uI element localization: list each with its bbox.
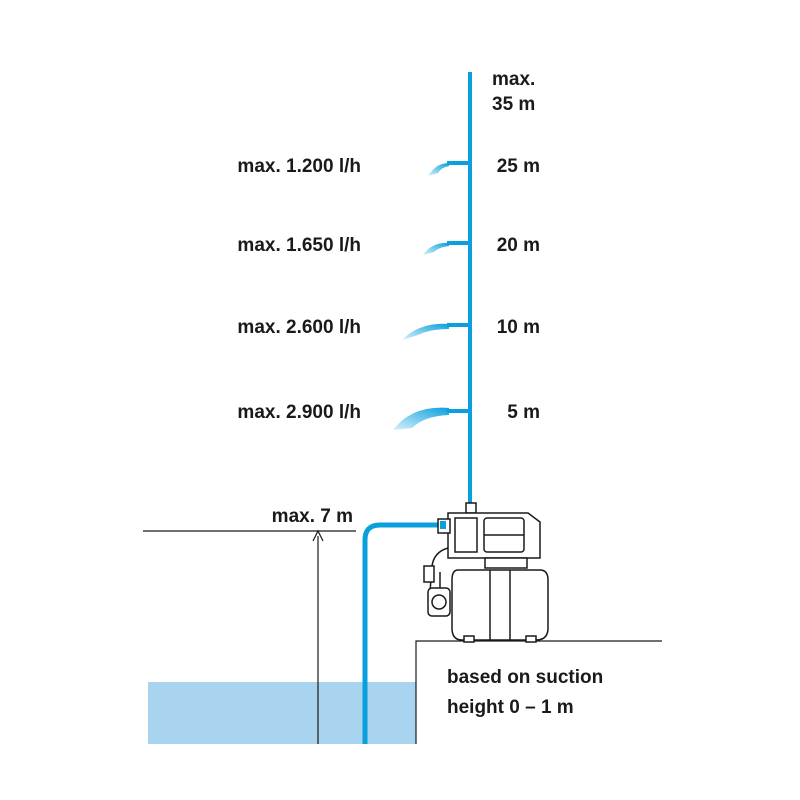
outlet-20m xyxy=(423,241,470,255)
platform-outline xyxy=(415,640,662,744)
height-label-10m: 10 m xyxy=(497,317,540,338)
max-height-label-line2: 35 m xyxy=(492,94,535,115)
outlet-5m xyxy=(393,407,470,430)
pump-unit xyxy=(423,502,549,643)
pump-inlet-connector xyxy=(440,521,446,529)
flow-label-20m: max. 1.650 l/h xyxy=(237,235,361,256)
suction-note-line1: based on suction xyxy=(447,667,603,688)
suction-note-line2: height 0 – 1 m xyxy=(447,697,574,718)
flow-label-10m: max. 2.600 l/h xyxy=(237,317,361,338)
flow-label-5m: max. 2.900 l/h xyxy=(237,402,361,423)
max-height-label-line1: max. xyxy=(492,69,535,90)
height-label-5m: 5 m xyxy=(507,402,540,423)
suction-max-label: max. 7 m xyxy=(272,506,353,527)
flow-label-25m: max. 1.200 l/h xyxy=(237,156,361,177)
outlet-10m xyxy=(402,323,470,340)
suction-pipe xyxy=(362,522,442,744)
height-label-25m: 25 m xyxy=(497,156,540,177)
height-label-20m: 20 m xyxy=(497,235,540,256)
outlet-25m xyxy=(428,161,470,176)
water-reservoir xyxy=(148,682,416,744)
arrowhead xyxy=(312,529,324,542)
